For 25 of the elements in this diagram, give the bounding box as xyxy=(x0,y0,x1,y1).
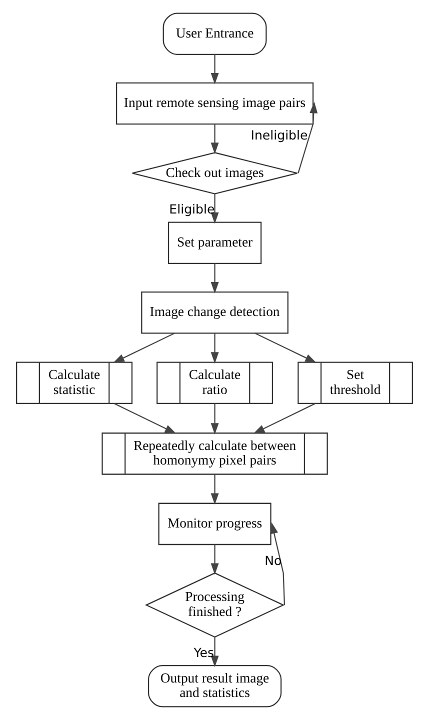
arrow xyxy=(210,403,219,435)
arrow xyxy=(210,124,219,154)
node-box: Set parameter xyxy=(168,222,262,264)
node-box: Input remote sensing image pairs xyxy=(116,82,314,125)
edge-label: Eligible xyxy=(169,201,215,216)
node-box: Monitor progress xyxy=(158,502,272,546)
arrow xyxy=(210,637,219,668)
arrow xyxy=(210,333,219,364)
arrow xyxy=(210,264,219,294)
arrow xyxy=(253,402,316,434)
node-box: Output result image and statistics xyxy=(148,665,282,708)
arrow xyxy=(254,332,317,363)
arrow xyxy=(210,474,219,505)
arrow xyxy=(298,102,318,174)
node-diamond: Processing finished ? xyxy=(144,572,285,638)
node-box: User Entrance xyxy=(162,12,267,55)
arrow xyxy=(114,402,176,434)
node-diamond: Check out images xyxy=(132,152,298,194)
edge-label: Yes xyxy=(194,644,214,660)
arrow xyxy=(210,194,219,224)
edge-label: Ineligible xyxy=(250,128,308,143)
node-box: Image change detection xyxy=(141,291,288,334)
arrow xyxy=(210,544,219,575)
arrow xyxy=(210,54,219,84)
arrow xyxy=(112,332,175,363)
